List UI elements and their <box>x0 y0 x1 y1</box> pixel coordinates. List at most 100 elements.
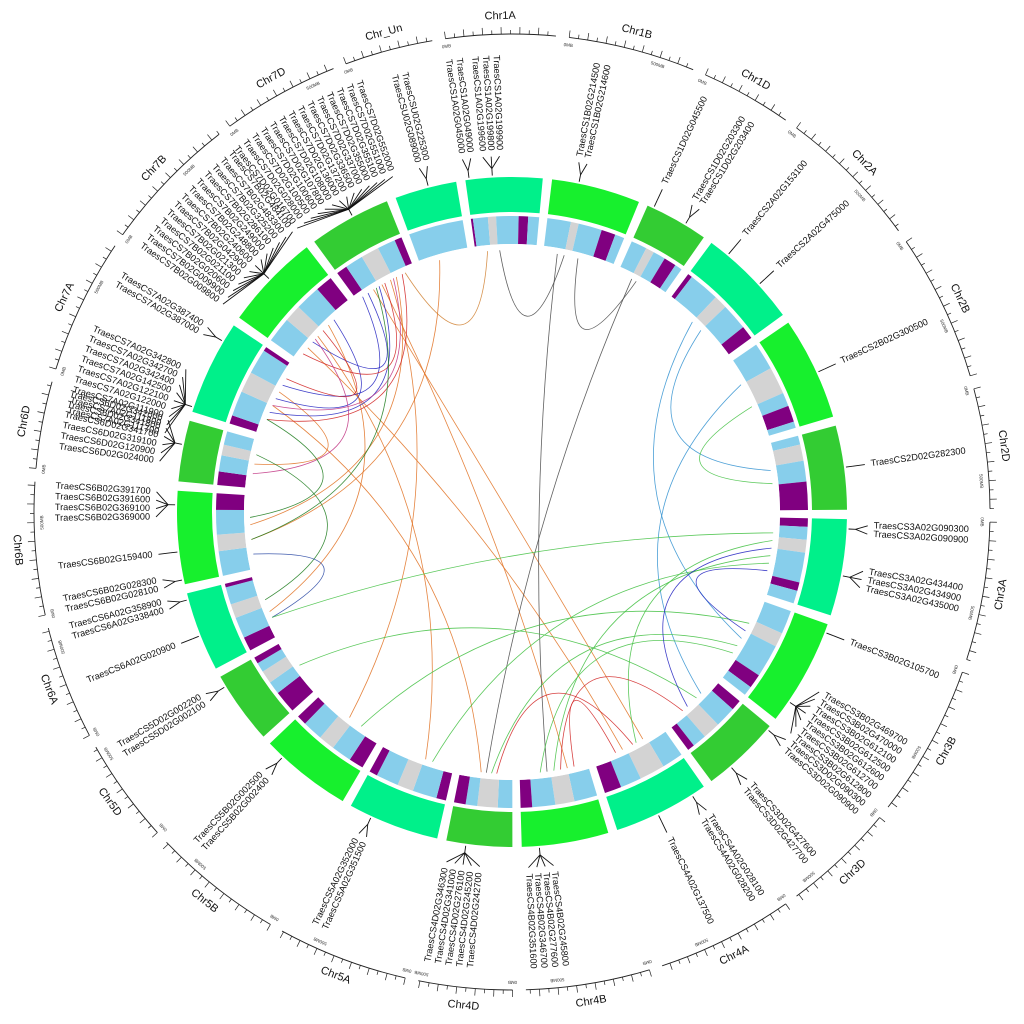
synteny-link <box>670 330 771 471</box>
chr3b-axis-tick <box>896 794 901 798</box>
gene-name-label: TraesCS4A02G028200 <box>699 817 758 903</box>
chr1d-name-label: Chr1D <box>739 67 773 93</box>
chr1a-axis-arc <box>445 33 556 40</box>
gene-leader-line <box>260 259 265 274</box>
chr2a-axis-tick <box>832 154 836 158</box>
chr5a-density-segment <box>397 759 423 791</box>
chr6d-density-segment <box>217 471 247 488</box>
chr4a-axis-tick <box>678 959 681 964</box>
synteny-link <box>499 250 565 317</box>
chr7a-axis-tick <box>102 256 107 260</box>
gene-leader-line <box>263 247 274 274</box>
chr1b-axis-tick <box>659 50 663 58</box>
chr2d-density-segment <box>778 481 808 511</box>
chr7d-axis-tick <box>282 87 286 92</box>
chr5b-axis-tick <box>171 850 175 854</box>
chr2b-name-label: Chr2B <box>948 282 972 315</box>
chr3b-axis-tick <box>922 756 929 761</box>
chr5a-axis-tick <box>306 944 309 949</box>
chr7a-density-segment <box>229 415 259 432</box>
chr4b-outer-block <box>520 799 609 847</box>
chr2b-axis-tick <box>947 312 952 316</box>
chr5a-axis-tick <box>384 973 388 981</box>
chr2b-axis-tick <box>954 329 959 333</box>
synteny-link <box>657 384 742 694</box>
chr3d-density-segment <box>698 690 733 725</box>
chr3a-density-segment <box>777 537 807 553</box>
chr7b-axis-tick <box>216 130 220 135</box>
chr7b-axis-tick <box>152 186 158 192</box>
chr4a-name-label: Chr4A <box>718 943 752 968</box>
chr3d-name-label: Chr3D <box>837 857 868 888</box>
chr3d-outer-block <box>690 703 770 782</box>
chr4a-axis-tick <box>729 937 732 942</box>
gene-leader-line <box>849 576 861 589</box>
gene-leader-line <box>464 852 472 866</box>
gene-leader-line <box>276 757 283 764</box>
gene-leader-line <box>689 208 700 218</box>
chr3d-axis-tick <box>847 851 852 855</box>
chr5b-axis-tick <box>204 881 210 888</box>
chr3b-axis-tick <box>940 723 948 728</box>
gene-leader-line <box>580 163 588 176</box>
synteny-link <box>699 406 773 485</box>
chr7a-outer-block <box>192 325 263 423</box>
chr4b-density-segment <box>568 768 598 802</box>
chr3a-axis-tick <box>980 605 985 607</box>
chr5b-axis-tick <box>266 924 271 931</box>
chr3b-axis-tick <box>944 714 949 718</box>
chr7d-axis-tick <box>225 120 231 127</box>
chr3b-density-segment <box>728 659 759 688</box>
chr5d-axis-arc <box>95 746 158 833</box>
chr3d-density-segment <box>711 683 740 710</box>
chr5b-axis-tick <box>234 904 240 911</box>
gene-leader-line <box>795 706 802 721</box>
chr7d-density-segment <box>346 256 377 290</box>
synteny-link <box>249 419 324 518</box>
gene-leader-line <box>171 403 186 410</box>
chr2d-axis-tick <box>978 405 986 408</box>
chr3b-axis-tick <box>948 706 956 710</box>
chr3a-axis-tick <box>971 641 977 644</box>
gene-leader-line <box>317 208 349 215</box>
chr2b-density-segment <box>767 421 796 436</box>
chr3d-density-segment <box>676 715 705 746</box>
chr1b-density-segment <box>565 221 579 251</box>
chr5a-mb-label: 500MB <box>313 936 328 946</box>
synteny-link <box>381 284 568 769</box>
chr1d-axis-tick <box>738 84 743 92</box>
chr5b-mb-label: 0MB <box>269 913 280 922</box>
gene-leader-line <box>155 504 169 510</box>
chr5d-axis-tick <box>113 781 118 784</box>
gene-name-label: TraesCS3A02G090300 <box>874 520 969 534</box>
chr4d-axis-tick <box>455 986 458 994</box>
chr1d-axis-tick <box>713 74 716 79</box>
chr5a-density-segment <box>412 764 444 799</box>
chr5b-axis-tick <box>199 875 203 880</box>
gene-leader-line <box>243 273 264 279</box>
gene-leader-line <box>795 691 820 707</box>
gene-leader-line <box>578 162 581 175</box>
chr1b-mb-label: 0MB <box>563 42 573 48</box>
synteny-link <box>312 292 388 369</box>
chr6d-name-label: Chr6D <box>15 405 33 438</box>
chr4a-axis-arc <box>661 903 786 967</box>
chr4a-axis-tick <box>695 953 698 957</box>
synteny-link <box>253 553 325 618</box>
chr4a-mb-label: 0MB <box>776 893 786 902</box>
gene-leader-line <box>528 854 541 868</box>
chr1b-axis-tick <box>632 45 635 50</box>
gene-leader-line <box>464 845 467 853</box>
gene-leader-line <box>731 767 737 774</box>
chr5d-axis-tick <box>124 796 129 800</box>
gene-leader-line <box>168 404 186 418</box>
gene-leader-line <box>162 442 176 446</box>
gene-leader-line <box>832 635 845 641</box>
chr3a-name-label: Chr3A <box>992 578 1009 611</box>
chr6a-axis-tick <box>42 630 50 634</box>
chr-un-axis-arc <box>345 40 433 65</box>
gene-leader-line <box>179 384 186 405</box>
chr2a-axis-tick <box>803 130 807 134</box>
chr1a-outer-block <box>465 176 543 215</box>
